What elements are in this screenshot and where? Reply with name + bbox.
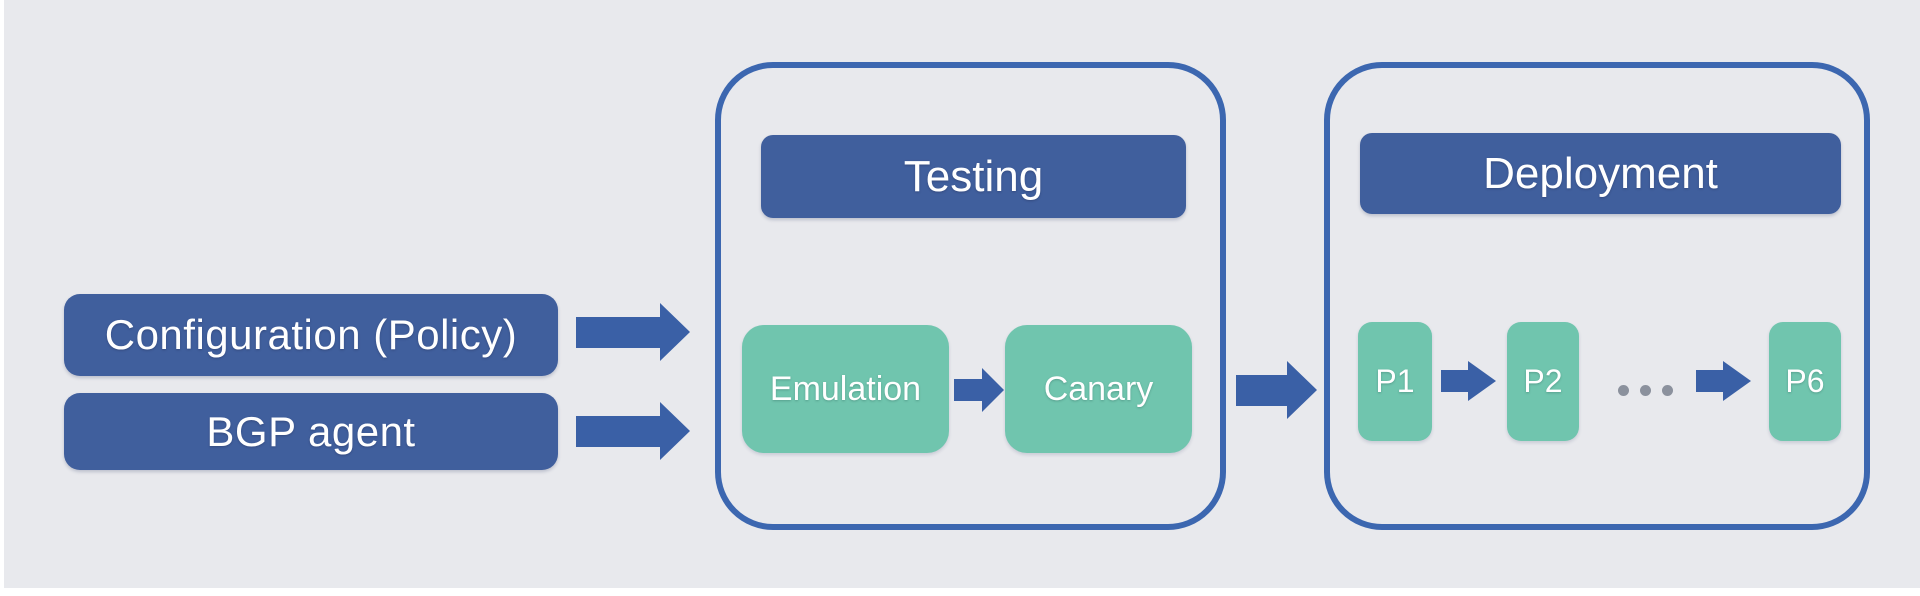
emulation-label: Emulation (769, 369, 922, 408)
phase-p2-box: P2 (1507, 322, 1579, 441)
config-to-testing-arrow-icon (576, 303, 690, 361)
p1-to-p2-arrow-icon (1441, 361, 1496, 401)
testing-to-deployment-arrow-icon (1236, 361, 1317, 420)
phase-p6-box: P6 (1769, 322, 1841, 441)
config-policy-box: Configuration (Policy) (64, 294, 558, 376)
phase-p1-label: P1 (1375, 363, 1415, 399)
p2-to-p6-arrow-icon (1696, 361, 1751, 401)
diagram-canvas: Configuration (Policy) BGP agent Testing… (4, 0, 1920, 588)
deployment-header: Deployment (1360, 133, 1841, 214)
bgp-to-testing-arrow-icon (576, 402, 690, 460)
canary-label: Canary (1043, 369, 1154, 408)
bgp-agent-label: BGP agent (206, 407, 416, 455)
bgp-agent-box: BGP agent (64, 393, 558, 470)
deployment-container (1324, 62, 1870, 530)
phase-p6-label: P6 (1785, 363, 1825, 399)
ellipsis-dot (1662, 385, 1673, 396)
emulation-box: Emulation (742, 325, 949, 453)
ellipsis-dot (1618, 385, 1629, 396)
phase-p1-box: P1 (1358, 322, 1432, 441)
testing-header: Testing (761, 135, 1186, 218)
canary-box: Canary (1005, 325, 1192, 453)
phase-p2-label: P2 (1523, 363, 1563, 399)
testing-title: Testing (903, 151, 1044, 201)
ellipsis-dot (1640, 385, 1651, 396)
config-policy-label: Configuration (Policy) (104, 311, 518, 358)
emulation-to-canary-arrow-icon (954, 368, 1004, 412)
testing-container (715, 62, 1226, 530)
deployment-title: Deployment (1483, 148, 1718, 198)
